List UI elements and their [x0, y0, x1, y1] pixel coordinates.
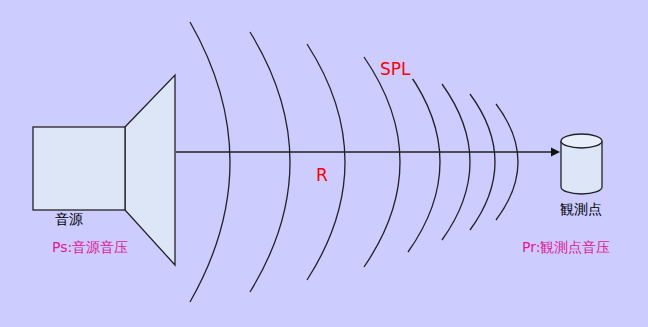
- observer-pressure: Pr:観測点音压: [522, 239, 610, 256]
- observer-label: 観測点: [560, 201, 602, 218]
- wave-arc: [496, 104, 518, 220]
- wave-arc: [408, 72, 440, 252]
- cylinder-body: [561, 141, 602, 194]
- wave-arc: [364, 57, 400, 267]
- observation-point: 観測点Pr:観測点音压: [560, 133, 603, 195]
- speaker-box: [33, 127, 125, 210]
- speaker-cone: [125, 75, 175, 265]
- spl-label: SPL: [378, 60, 413, 79]
- wave-arcs: [190, 22, 518, 302]
- distance-arrow: [176, 148, 560, 157]
- node-outline: [30, 70, 176, 266]
- wave-arc: [442, 84, 470, 240]
- wave-arc: [307, 44, 345, 280]
- source-label: 音源: [55, 211, 83, 228]
- source-pressure: Ps:音源音压: [52, 239, 128, 256]
- wave-arc: [470, 94, 495, 230]
- wave-arc: [250, 32, 290, 292]
- distance-label: R: [314, 166, 330, 185]
- node-outline: [560, 133, 603, 195]
- wave-arc: [190, 22, 230, 302]
- cylinder-top: [561, 134, 602, 148]
- speaker-source: 音源 Ps:音源音压: [30, 70, 176, 266]
